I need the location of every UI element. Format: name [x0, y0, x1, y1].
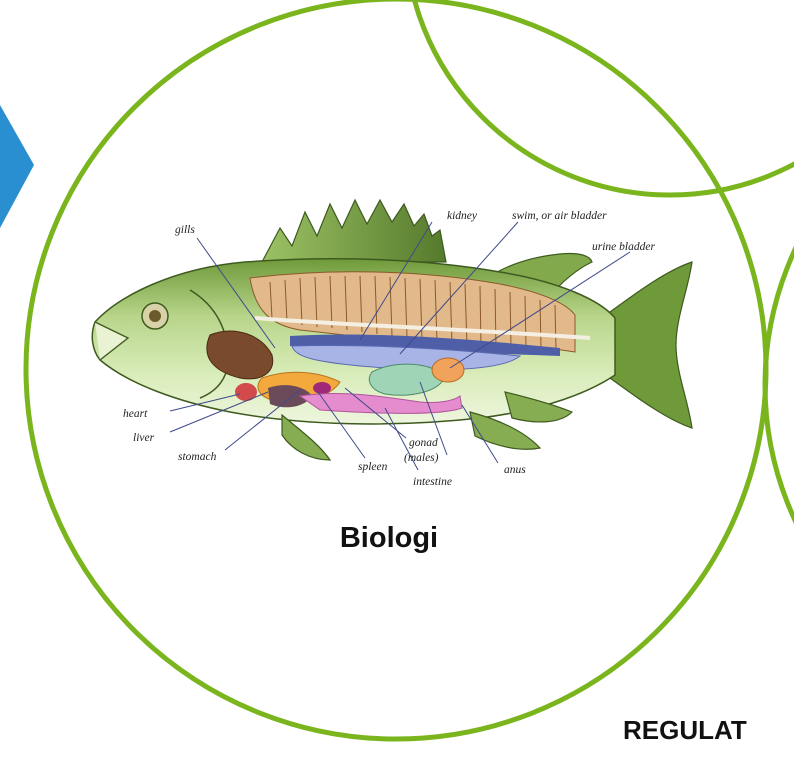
ring-right [765, 65, 794, 705]
label-anus: anus [504, 464, 526, 476]
ring-top-right [405, 0, 794, 195]
label-kidney: kidney [447, 210, 478, 222]
caption-title: Biologi [0, 522, 786, 555]
label-intestine: intestine [413, 476, 452, 488]
dorsal-fin [262, 200, 446, 262]
label-heart: heart [123, 408, 148, 420]
arrow-chevron-shape [0, 105, 34, 228]
pupil [149, 310, 161, 322]
label-liver: liver [133, 432, 155, 444]
bottom-heading: REGULAT [623, 715, 747, 746]
label-gonad-sub: (males) [404, 452, 439, 464]
label-swim-bladder: swim, or air bladder [512, 210, 607, 222]
label-gills: gills [175, 224, 195, 236]
label-urine-bladder: urine bladder [592, 241, 655, 253]
tail-fin [610, 262, 692, 428]
label-spleen: spleen [358, 461, 388, 473]
label-gonad: gonad [409, 437, 438, 449]
label-stomach: stomach [178, 451, 217, 463]
spleen-organ [313, 382, 331, 394]
